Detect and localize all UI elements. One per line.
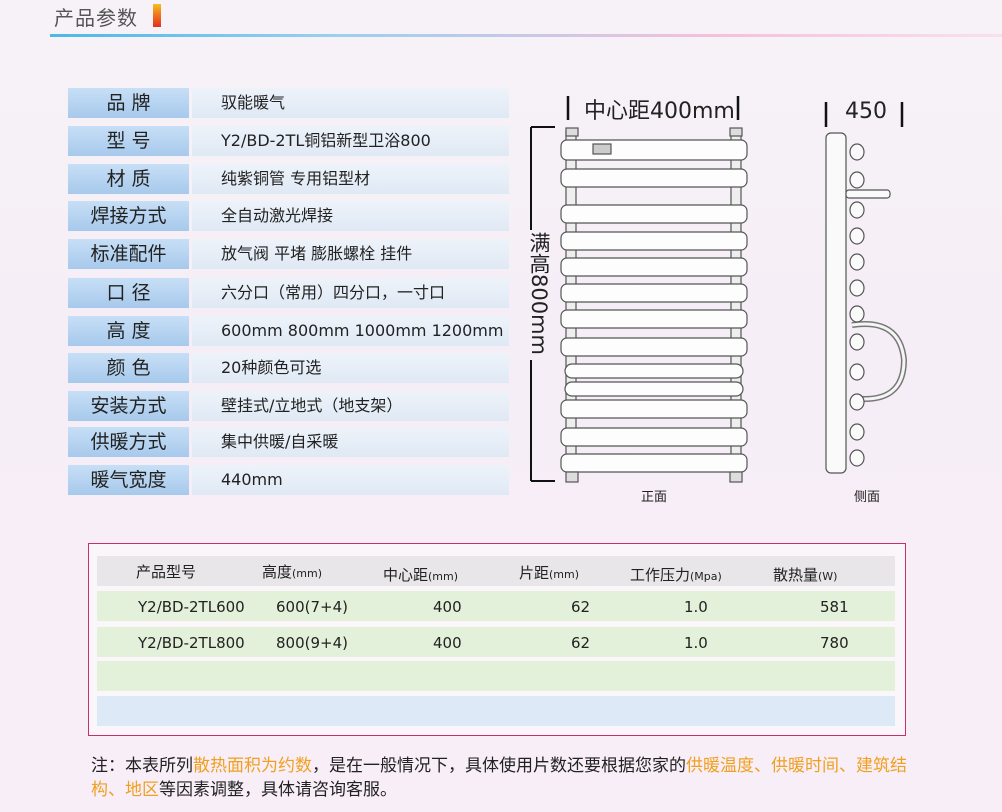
page-title: 产品参数 bbox=[54, 6, 138, 30]
spec-value: 全自动激光焊接 bbox=[192, 201, 509, 231]
cell-pitch: 62 bbox=[571, 634, 591, 652]
cell-height: 800(9+4) bbox=[276, 634, 348, 652]
model-table-header bbox=[97, 556, 895, 586]
cell-heat: 780 bbox=[820, 634, 849, 652]
spec-label: 暖气宽度 bbox=[68, 465, 189, 495]
spec-value: 440mm bbox=[192, 465, 509, 495]
spec-label: 型 号 bbox=[68, 126, 189, 156]
spec-value: 纯紫铜管 专用铝型材 bbox=[192, 164, 509, 194]
cell-pitch: 62 bbox=[571, 598, 591, 616]
cell-model: Y2/BD-2TL600 bbox=[138, 598, 245, 616]
note-highlight-1: 散热面积为约数 bbox=[193, 756, 312, 776]
header-divider bbox=[50, 34, 1002, 37]
cell-model: Y2/BD-2TL800 bbox=[138, 634, 245, 652]
table-row bbox=[97, 627, 895, 657]
depth-label: 450 bbox=[845, 99, 887, 124]
header-heat: 散热量(W) bbox=[773, 566, 838, 584]
spec-label: 焊接方式 bbox=[68, 201, 189, 231]
spec-label: 口 径 bbox=[68, 278, 189, 308]
full-height-label: 满高800mm bbox=[527, 232, 551, 355]
header-pressure: 工作压力(Mpa) bbox=[630, 566, 722, 584]
header-center: 中心距(mm) bbox=[383, 566, 459, 584]
table-row bbox=[97, 591, 895, 621]
front-view-drawing bbox=[560, 127, 748, 483]
front-view-caption: 正面 bbox=[641, 490, 668, 505]
spec-label: 颜 色 bbox=[68, 353, 189, 383]
cell-center: 400 bbox=[433, 598, 462, 616]
spec-value: 集中供暖/自采暖 bbox=[192, 427, 509, 457]
spec-value: 六分口（常用）四分口，一寸口 bbox=[192, 278, 509, 308]
side-view-caption: 侧面 bbox=[854, 490, 881, 505]
cell-heat: 581 bbox=[820, 598, 849, 616]
table-row-empty bbox=[97, 696, 895, 726]
table-row-empty bbox=[97, 661, 895, 691]
cell-center: 400 bbox=[433, 634, 462, 652]
spec-value: 20种颜色可选 bbox=[192, 353, 509, 383]
note-suffix: 等因素调整，具体请咨询客服。 bbox=[159, 780, 397, 800]
cell-pressure: 1.0 bbox=[684, 598, 708, 616]
spec-label: 材 质 bbox=[68, 164, 189, 194]
spec-value: 600mm 800mm 1000mm 1200mm bbox=[192, 316, 509, 346]
footnote: 注：本表所列散热面积为约数，是在一般情况下，具体使用片数还要根据您家的供暖温度、… bbox=[91, 754, 911, 802]
spec-value: Y2/BD-2TL铜铝新型卫浴800 bbox=[192, 126, 509, 156]
cell-pressure: 1.0 bbox=[684, 634, 708, 652]
note-prefix: 注：本表所列 bbox=[91, 756, 193, 776]
header-height: 高度(mm) bbox=[262, 563, 323, 581]
side-view-drawing bbox=[825, 132, 908, 474]
header-model: 产品型号 bbox=[136, 563, 197, 581]
title-accent-bar bbox=[153, 4, 161, 27]
center-distance-label: 中心距400mm bbox=[584, 99, 735, 124]
spec-label: 安装方式 bbox=[68, 391, 189, 421]
spec-label: 供暖方式 bbox=[68, 427, 189, 457]
note-highlight-2: 供暖温度、供暖时间、建筑结构、地区 bbox=[91, 756, 907, 800]
spec-label: 高 度 bbox=[68, 316, 189, 346]
spec-value: 放气阀 平堵 膨胀螺栓 挂件 bbox=[192, 239, 509, 269]
cell-height: 600(7+4) bbox=[276, 598, 348, 616]
spec-value: 壁挂式/立地式（地支架） bbox=[192, 391, 509, 421]
spec-value: 驭能暖气 bbox=[192, 88, 509, 118]
note-middle: ，是在一般情况下，具体使用片数还要根据您家的 bbox=[312, 756, 686, 776]
spec-label: 标准配件 bbox=[68, 239, 189, 269]
spec-label: 品 牌 bbox=[68, 88, 189, 118]
header-pitch: 片距(mm) bbox=[519, 564, 580, 582]
